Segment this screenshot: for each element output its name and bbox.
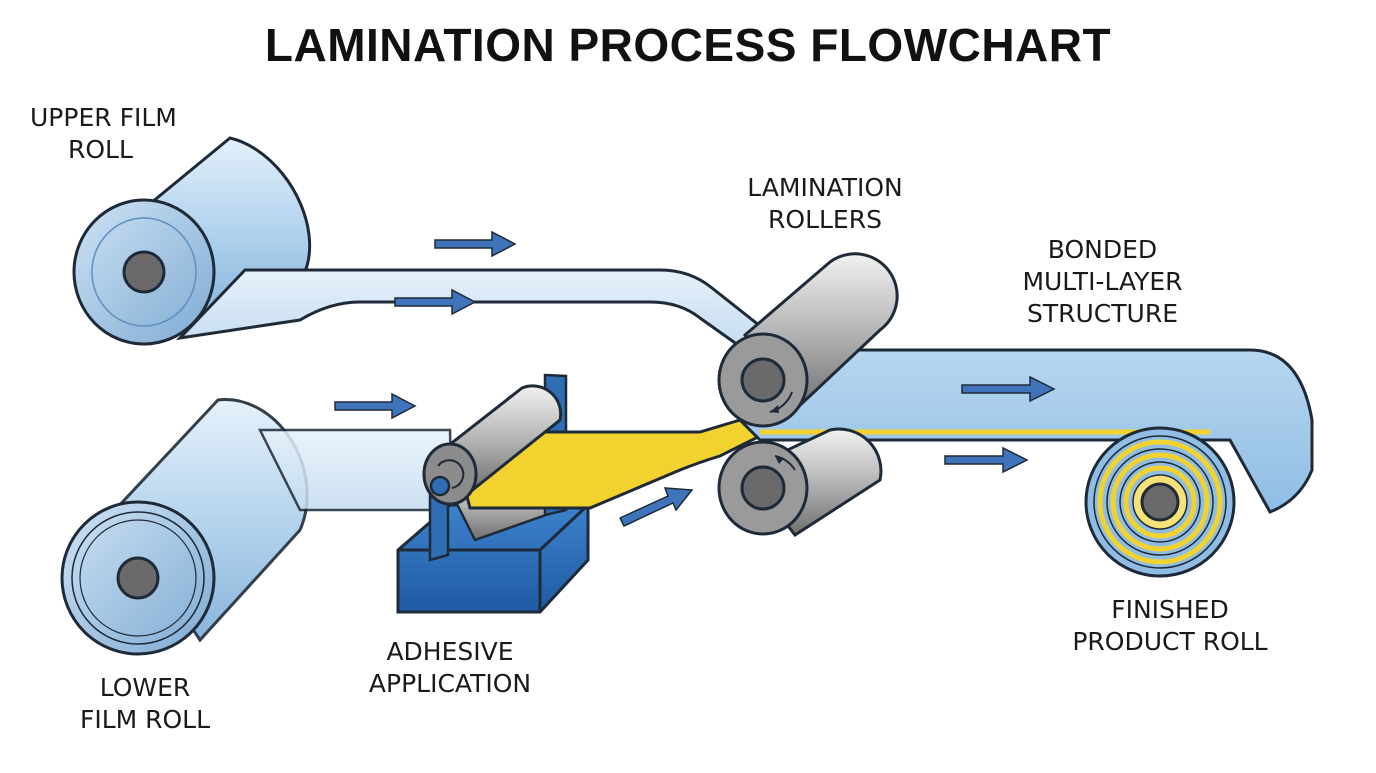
adhesive-applicator	[396, 373, 763, 614]
label-upper-film-roll: UPPER FILM ROLL	[30, 102, 177, 166]
label-bonded-line1: BONDED	[1047, 235, 1158, 264]
arrow-upper-1	[434, 230, 517, 258]
lower-film-roll	[60, 398, 454, 656]
label-bonded-line2: MULTI-LAYER	[1022, 267, 1183, 296]
lower-roll-core	[116, 556, 160, 600]
label-adhesive-line1: ADHESIVE	[386, 637, 514, 666]
label-bonded-structure: BONDED MULTI-LAYER STRUCTURE	[995, 234, 1210, 330]
finished-product-roll	[1084, 426, 1236, 578]
label-lower-film-roll-line1: LOWER	[99, 673, 191, 702]
label-lamination-rollers: LAMINATION ROLLERS	[730, 172, 920, 236]
label-upper-film-roll-line2: ROLL	[68, 135, 133, 164]
upper-roll-core	[122, 250, 166, 294]
label-adhesive-line2: APPLICATION	[368, 669, 532, 698]
label-lower-film-roll: LOWER FILM ROLL	[70, 672, 220, 736]
upper-film-web	[175, 268, 762, 353]
upper-film-roll	[72, 136, 762, 353]
arrow-bonded-1	[961, 375, 1056, 403]
page-title: LAMINATION PROCESS FLOWCHART	[264, 19, 1112, 71]
label-finished-product-roll: FINISHED PRODUCT ROLL	[1060, 594, 1280, 658]
label-upper-film-roll-line1: UPPER FILM	[30, 103, 177, 132]
arrow-lower-1	[334, 392, 417, 420]
flow-arrows	[334, 230, 1056, 527]
arrow-upper-2	[394, 288, 477, 316]
label-lamination-line2: ROLLERS	[768, 205, 882, 234]
label-lower-film-roll-line2: FILM ROLL	[79, 705, 211, 734]
arrow-bonded-2	[944, 446, 1029, 474]
label-finished-line2: PRODUCT ROLL	[1072, 627, 1268, 656]
lamination-rollers	[717, 252, 899, 538]
label-adhesive-application: ADHESIVE APPLICATION	[355, 636, 545, 700]
label-finished-line1: FINISHED	[1111, 595, 1229, 624]
label-bonded-line3: STRUCTURE	[1026, 299, 1178, 328]
label-lamination-line1: LAMINATION	[747, 173, 903, 202]
arrow-adhesive	[618, 487, 694, 527]
